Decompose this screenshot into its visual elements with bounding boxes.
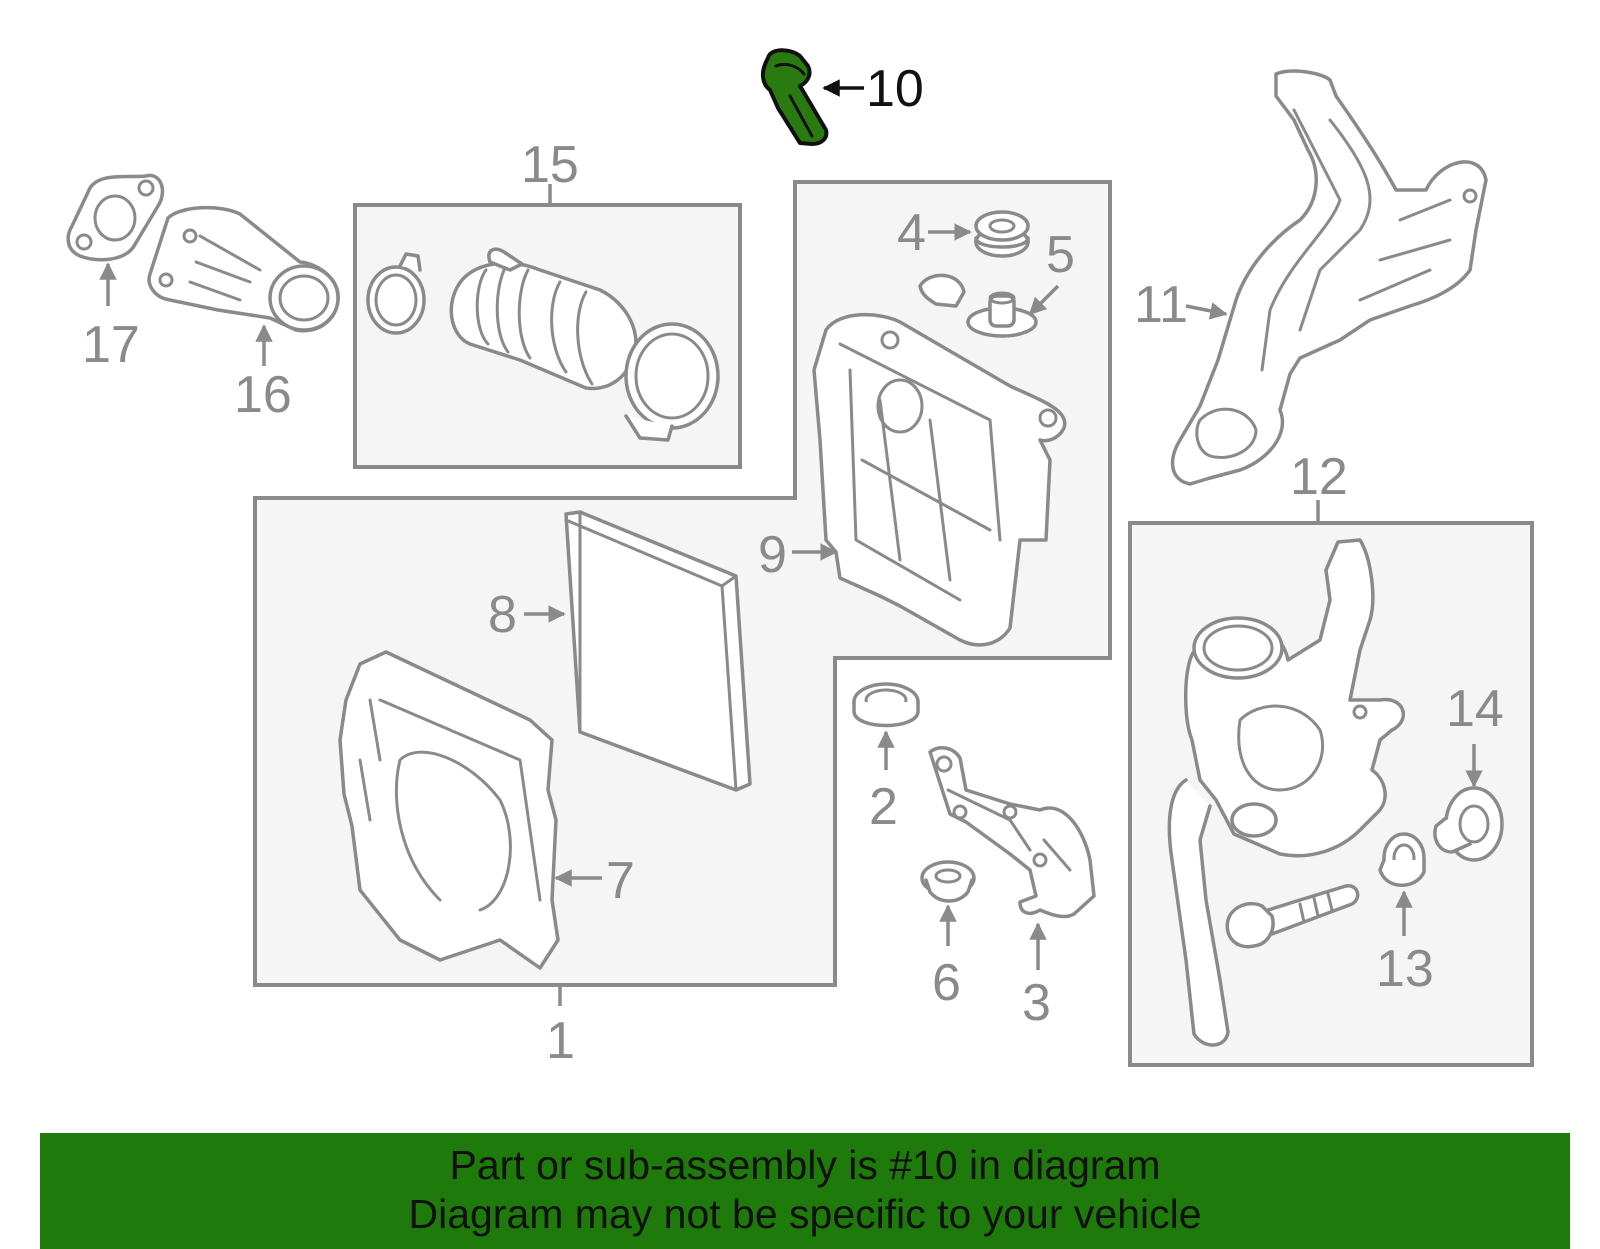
part-10-sensor[interactable] — [761, 48, 829, 146]
callout-9: 9 — [758, 526, 787, 584]
callout-10: 10 — [866, 60, 924, 118]
part-15-hose[interactable] — [366, 247, 720, 442]
banner-line-2: Diagram may not be specific to your vehi… — [408, 1191, 1202, 1237]
part-11-inlet[interactable] — [1170, 69, 1488, 486]
callout-5: 5 — [1046, 226, 1075, 284]
callout-13: 13 — [1376, 940, 1434, 998]
bolt[interactable] — [1225, 884, 1360, 949]
callout-1: 1 — [546, 1012, 575, 1070]
banner-line-1: Part or sub-assembly is #10 in diagram — [449, 1142, 1161, 1188]
part-17-gasket[interactable] — [66, 173, 165, 262]
callout-14: 14 — [1446, 680, 1504, 738]
callout-7: 7 — [606, 852, 635, 910]
callout-2: 2 — [869, 778, 898, 836]
lead-11 — [1185, 302, 1228, 320]
part-13-grommet[interactable] — [1378, 832, 1426, 887]
callout-12: 12 — [1290, 448, 1348, 506]
part-6-nut[interactable] — [920, 860, 976, 903]
part-14-clip[interactable] — [1433, 786, 1504, 862]
lead-5 — [1028, 284, 1060, 316]
part-5-mount[interactable] — [966, 291, 1038, 338]
callout-17: 17 — [82, 316, 140, 374]
part-3-bracket[interactable] — [928, 746, 1096, 919]
part-2-seal[interactable] — [852, 682, 920, 728]
callout-16: 16 — [234, 366, 292, 424]
callout-11: 11 — [1134, 276, 1188, 334]
callout-3: 3 — [1022, 974, 1051, 1032]
part-16-duct[interactable] — [147, 205, 340, 333]
part-12-resonator[interactable] — [1167, 538, 1405, 1047]
callout-6: 6 — [932, 954, 961, 1012]
callout-15: 15 — [521, 136, 579, 194]
callout-4: 4 — [897, 204, 926, 262]
callout-8: 8 — [488, 586, 517, 644]
part-4-grommet[interactable] — [974, 210, 1030, 258]
notice-banner: Part or sub-assembly is #10 in diagram D… — [40, 1133, 1570, 1249]
part-8-filter[interactable] — [564, 510, 752, 792]
part-7-cleaner-lower[interactable] — [338, 650, 560, 970]
part-9-cleaner-upper[interactable] — [812, 273, 1067, 647]
